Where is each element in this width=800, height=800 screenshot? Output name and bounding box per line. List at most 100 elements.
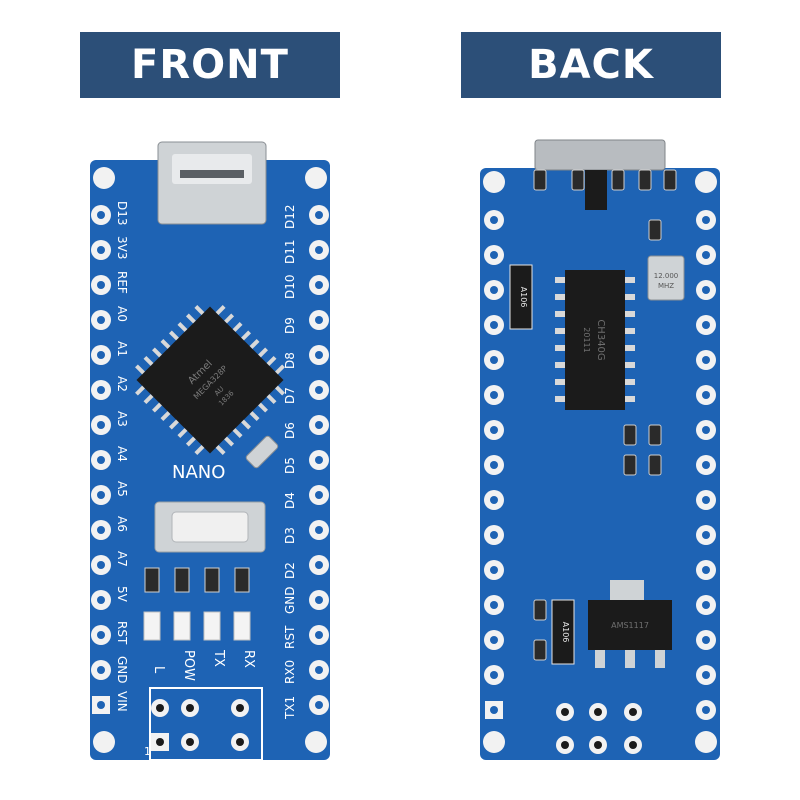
right-pin-label: D2 bbox=[283, 562, 297, 579]
diode-2-label: A106 bbox=[561, 622, 570, 643]
resistor bbox=[234, 567, 250, 593]
header-hole bbox=[490, 671, 498, 679]
front-board-photo: Atmel MEGA328P AU 1836 NANO L POW TX RX … bbox=[90, 141, 330, 760]
header-hole bbox=[490, 216, 498, 224]
header-hole bbox=[315, 421, 323, 429]
led-label-pow: POW bbox=[181, 650, 196, 681]
left-pin-label: A4 bbox=[115, 446, 129, 462]
resistor bbox=[204, 567, 220, 593]
header-hole bbox=[702, 671, 710, 679]
header-hole bbox=[97, 526, 105, 534]
usb-chip-text-1: CH340G bbox=[595, 319, 606, 360]
left-pin-label: RST bbox=[115, 621, 129, 645]
left-pin-label: REF bbox=[115, 271, 129, 294]
chip-pin bbox=[555, 328, 565, 334]
header-hole bbox=[97, 596, 105, 604]
right-pin-label: RST bbox=[283, 625, 297, 649]
header-hole bbox=[702, 426, 710, 434]
back-banner: BACK bbox=[461, 32, 721, 98]
smd-component bbox=[638, 169, 652, 191]
usb-serial-chip bbox=[565, 270, 625, 410]
header-hole bbox=[490, 391, 498, 399]
header-hole bbox=[97, 246, 105, 254]
header-hole bbox=[490, 251, 498, 259]
chip-pin bbox=[143, 355, 154, 366]
led-label-tx: TX bbox=[211, 649, 226, 667]
mount-hole bbox=[305, 731, 327, 753]
led bbox=[173, 611, 191, 641]
icsp-outline bbox=[149, 687, 263, 760]
header-hole bbox=[97, 281, 105, 289]
right-pin-label: D4 bbox=[283, 492, 297, 509]
right-pin-label: D6 bbox=[283, 422, 297, 439]
right-pin-label: D10 bbox=[283, 274, 297, 299]
header-hole bbox=[97, 631, 105, 639]
chip-pin bbox=[625, 294, 635, 300]
chip-pin bbox=[555, 277, 565, 283]
header-hole bbox=[702, 356, 710, 364]
chip-pin bbox=[185, 313, 196, 324]
mount-hole bbox=[483, 731, 505, 753]
back-banner-label: BACK bbox=[528, 42, 654, 88]
resistor bbox=[144, 567, 160, 593]
voltage-regulator bbox=[588, 600, 672, 650]
right-pin-label: D3 bbox=[283, 527, 297, 544]
header-hole bbox=[97, 316, 105, 324]
right-pin-label: GND bbox=[283, 586, 297, 614]
smd-component bbox=[663, 169, 677, 191]
left-pin-label: A3 bbox=[115, 411, 129, 427]
header-hole bbox=[490, 321, 498, 329]
back-pcb bbox=[480, 168, 720, 760]
right-pin-label: D12 bbox=[283, 204, 297, 229]
chip-pin bbox=[555, 362, 565, 368]
right-pin-label: D5 bbox=[283, 457, 297, 474]
mount-hole bbox=[93, 167, 115, 189]
icsp-hole bbox=[629, 708, 637, 716]
mount-hole bbox=[93, 731, 115, 753]
icsp-hole bbox=[236, 704, 244, 712]
chip-pin bbox=[625, 396, 635, 402]
header-hole bbox=[97, 421, 105, 429]
crystal-text-2: MHZ bbox=[658, 282, 674, 290]
smd-component bbox=[648, 454, 662, 476]
header-hole bbox=[315, 386, 323, 394]
left-pin-label: A1 bbox=[115, 341, 129, 357]
header-hole bbox=[490, 461, 498, 469]
header-hole bbox=[702, 391, 710, 399]
header-hole bbox=[702, 566, 710, 574]
transistor bbox=[585, 170, 607, 210]
header-hole bbox=[490, 636, 498, 644]
mount-hole bbox=[695, 171, 717, 193]
crystal-text-1: 12.000 bbox=[654, 272, 679, 280]
chip-pin bbox=[625, 345, 635, 351]
regulator-text: AMS1117 bbox=[611, 621, 649, 630]
icsp-pin1-label: 1 bbox=[144, 745, 151, 758]
left-pin-label: 3V3 bbox=[115, 236, 129, 259]
chip-pin bbox=[258, 402, 268, 413]
chip-pin bbox=[135, 364, 145, 375]
front-banner-label: FRONT bbox=[131, 42, 289, 88]
header-hole bbox=[490, 531, 498, 539]
left-pin-label: VIN bbox=[115, 691, 129, 712]
right-pin-label: RX0 bbox=[283, 660, 297, 684]
chip-pin bbox=[152, 347, 162, 358]
icsp-hole bbox=[561, 741, 569, 749]
right-pin-label: TX1 bbox=[283, 696, 297, 720]
header-hole bbox=[702, 251, 710, 259]
chip-pin bbox=[555, 396, 565, 402]
mount-hole bbox=[305, 167, 327, 189]
chip-pin bbox=[224, 436, 235, 447]
header-hole bbox=[490, 566, 498, 574]
icsp-hole bbox=[186, 738, 194, 746]
icsp-hole bbox=[594, 741, 602, 749]
header-hole bbox=[315, 351, 323, 359]
icsp-hole bbox=[236, 738, 244, 746]
chip-pin bbox=[232, 322, 243, 332]
smd-component bbox=[533, 599, 547, 621]
chip-pin bbox=[177, 428, 188, 438]
header-hole bbox=[97, 456, 105, 464]
smd-component bbox=[648, 219, 662, 241]
led bbox=[233, 611, 251, 641]
header-hole bbox=[490, 706, 498, 714]
icsp-hole bbox=[156, 704, 164, 712]
